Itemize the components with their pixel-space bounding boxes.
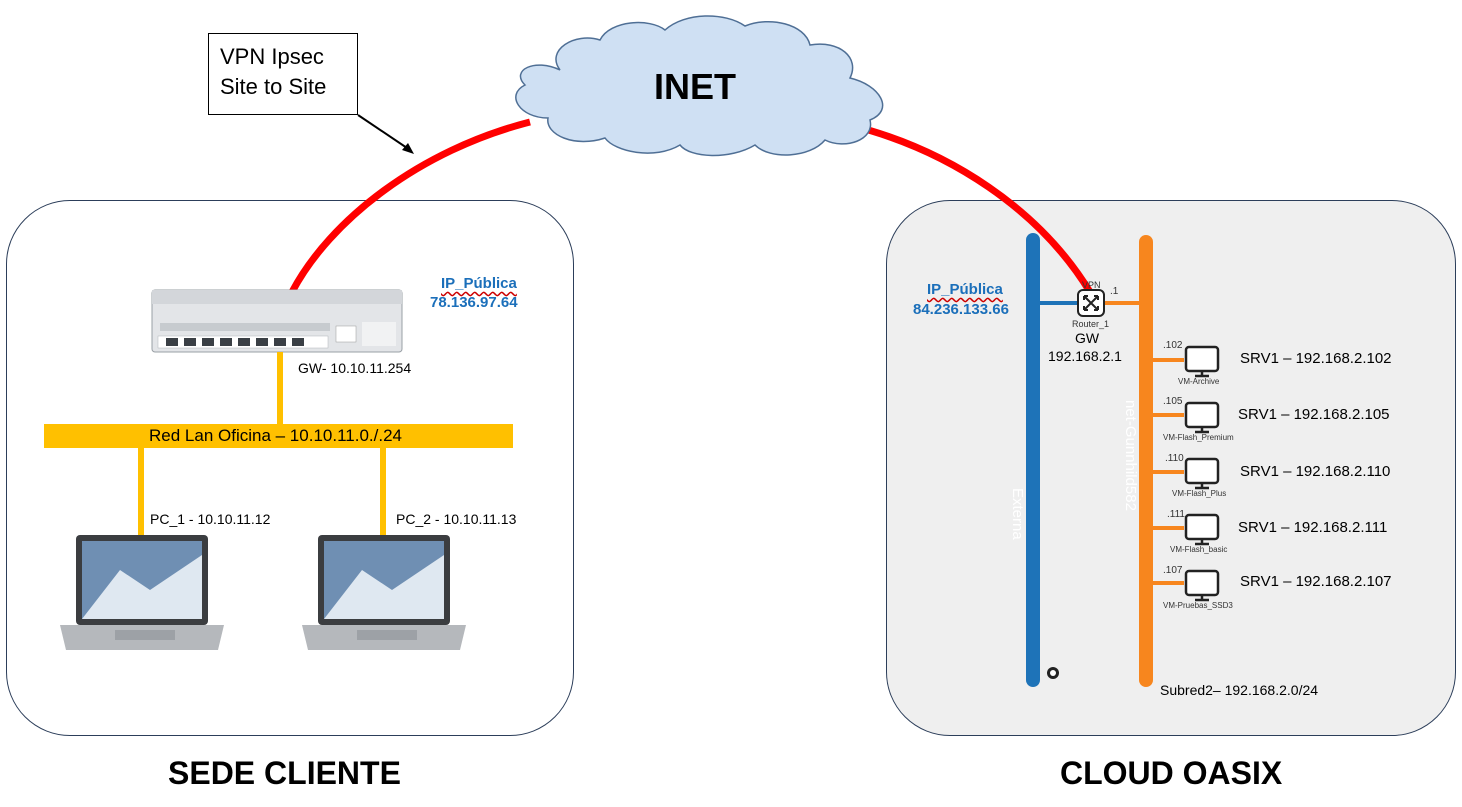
laptop-pc2	[302, 535, 466, 650]
monitor-icon	[1184, 513, 1220, 541]
external-net-label: Externa	[1009, 488, 1026, 540]
monitor-icon	[1184, 569, 1220, 597]
server-suffix: .102	[1163, 340, 1183, 351]
cloud-oasix-title: CLOUD OASIX	[1060, 755, 1283, 791]
server-suffix: .110	[1165, 453, 1184, 464]
inet-cloud	[515, 15, 884, 157]
monitor-icon	[1184, 345, 1220, 373]
server-label: SRV1 – 192.168.2.110	[1240, 463, 1391, 480]
subnet-label: Subred2– 192.168.2.0/24	[1160, 682, 1319, 698]
callout-line-2: Site to Site	[220, 74, 327, 99]
laptop-pc1	[60, 535, 224, 650]
vpn-link-left	[288, 118, 531, 294]
monitor-icon	[1184, 401, 1220, 429]
lan-bar	[44, 424, 513, 448]
router-device	[151, 289, 403, 353]
right-public-ip-title: IP_Pública	[927, 281, 1003, 298]
server-suffix: .111	[1167, 509, 1185, 520]
right-public-ip: 84.236.133.66	[913, 301, 1009, 318]
vpn-callout: VPN Ipsec Site to Site	[208, 33, 358, 115]
vpn-link-right	[849, 121, 1093, 294]
cloud-oasix-box	[886, 200, 1456, 736]
lan-label: Red Lan Oficina – 10.10.11.0./.24	[149, 426, 402, 445]
router-1-icon	[1077, 289, 1105, 317]
router-vpn-label: VPN	[1082, 280, 1101, 290]
server-vm-name: VM-Flash_Plus	[1172, 489, 1227, 498]
server-label: SRV1 – 192.168.2.111	[1238, 519, 1388, 536]
router-gw-label: GW	[1075, 330, 1100, 346]
router-gw-ip: 192.168.2.1	[1048, 348, 1122, 364]
server-label: SRV1 – 192.168.2.105	[1238, 406, 1390, 423]
internal-net-label: net-Gunnhild582	[1122, 400, 1139, 511]
server-vm-name: VM-Flash_Premium	[1163, 433, 1234, 442]
inet-label: INET	[654, 66, 737, 107]
server-label: SRV1 – 192.168.2.107	[1240, 573, 1392, 590]
server-vm-name: VM-Archive	[1178, 377, 1220, 386]
server-vm-name: VM-Flash_basic	[1170, 545, 1228, 554]
server-vm-name: VM-Pruebas_SSD3	[1163, 601, 1233, 610]
left-public-ip-title: IP_Pública	[441, 275, 517, 292]
sede-cliente-title: SEDE CLIENTE	[168, 755, 401, 791]
monitor-icon	[1184, 457, 1220, 485]
router-suffix: .1	[1110, 286, 1119, 297]
left-gateway-label: GW- 10.10.11.254	[298, 360, 412, 376]
pc1-label: PC_1 - 10.10.11.12	[150, 511, 271, 527]
server-suffix: .107	[1163, 565, 1183, 576]
left-public-ip: 78.136.97.64	[430, 294, 518, 311]
server-label: SRV1 – 192.168.2.102	[1240, 350, 1392, 367]
router-name: Router_1	[1072, 319, 1110, 329]
server-suffix: .105	[1163, 396, 1183, 407]
pc2-label: PC_2 - 10.10.11.13	[396, 511, 517, 527]
callout-arrow	[357, 114, 411, 151]
callout-line-1: VPN Ipsec	[220, 44, 324, 69]
